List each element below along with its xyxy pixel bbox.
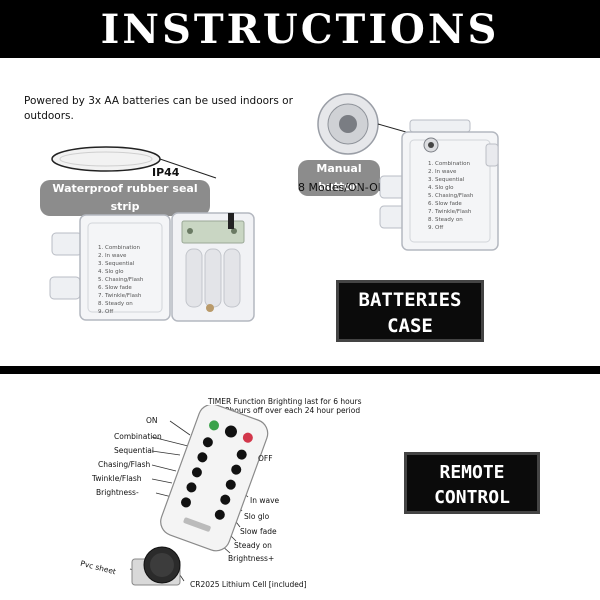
- remote-label-slow-fade: Slow fade: [240, 527, 277, 536]
- power-note: Powered by 3x AA batteries can be used i…: [24, 95, 293, 122]
- closed-case-modes-list: 1. Combination 2. In wave 3. Sequential …: [428, 160, 473, 232]
- closed-case-mode: 2. In wave: [428, 169, 457, 175]
- closed-case-mode: 8. Steady on: [428, 217, 463, 223]
- modes-label: 8 Modes/ON-OFF: [298, 181, 391, 194]
- case-modes-list: 1. Combination 2. In wave 3. Sequential …: [98, 244, 143, 316]
- closed-battery-case: [379, 119, 499, 251]
- remote-label-combination: Combination: [114, 432, 162, 441]
- closed-case-mode: 5. Chasing/Flash: [428, 193, 474, 199]
- case-mode: 7. Twinkle/Flash: [98, 293, 142, 299]
- case-mode: 2. In wave: [98, 253, 127, 259]
- ip-rating: IP44: [152, 166, 180, 179]
- remote-label-brightness-plus: Brightness+: [228, 554, 275, 563]
- remote-label-on: ON: [146, 416, 158, 425]
- header-band: INSTRUCTIONS: [0, 0, 600, 58]
- closed-case-mode: 1. Combination: [428, 161, 470, 167]
- remote-label-slo-glo: Slo glo: [244, 512, 270, 521]
- case-mode: 4. Slo glo: [98, 269, 124, 275]
- case-mode: 9. Off: [98, 309, 114, 315]
- remote-label-in-wave: In wave: [250, 496, 280, 505]
- batteries-case-title-line2: CASE: [387, 315, 433, 337]
- seal-label: Waterproof rubber seal strip: [40, 180, 210, 216]
- seal-strip-illustration: [51, 146, 217, 179]
- section-divider: [0, 366, 600, 374]
- closed-case-mode: 3. Sequential: [428, 177, 465, 183]
- timer-line-2: 18hours off over each 24 hour period: [220, 406, 361, 415]
- timer-line-1: TIMER Function Brighting last for 6 hour…: [208, 397, 362, 406]
- open-battery-case: [49, 212, 255, 322]
- case-mode: 1. Combination: [98, 245, 140, 251]
- case-mode: 8. Steady on: [98, 301, 133, 307]
- remote-control-panel: REMOTE CONTROL: [404, 452, 540, 514]
- manual-button-label: Manual button: [298, 160, 380, 196]
- batteries-case-title-line1: BATTERIES: [358, 289, 462, 311]
- manual-button-closeup: [317, 93, 435, 155]
- case-mode: 5. Chasing/Flash: [98, 277, 144, 283]
- remote-control-title-line2: CONTROL: [434, 487, 510, 508]
- remote-label-brightness-minus: Brightness-: [96, 488, 139, 497]
- remote-control-title-line1: REMOTE: [439, 462, 505, 483]
- remote-label-off: OFF: [258, 454, 273, 463]
- closed-case-mode: 7. Twinkle/Flash: [428, 209, 472, 215]
- case-mode: 3. Sequential: [98, 261, 135, 267]
- closed-case-mode: 9. Off: [428, 225, 444, 231]
- batteries-case-panel: BATTERIES CASE: [336, 280, 484, 342]
- remote-label-steady-on: Steady on: [234, 541, 272, 550]
- closed-case-mode: 6. Slow fade: [428, 201, 462, 207]
- remote-label-twinkle-flash: Twinkle/Flash: [92, 474, 142, 483]
- remote-label-chasing-flash: Chasing/Flash: [98, 460, 151, 469]
- timer-note: TIMER Function Brighting last for 6 hour…: [208, 397, 361, 415]
- page-title: INSTRUCTIONS: [100, 5, 500, 53]
- remote-label-sequential: Sequential: [114, 446, 154, 455]
- remote-illustration: [129, 405, 269, 586]
- coin-cell-label: CR2025 Lithium Cell [included]: [190, 580, 307, 589]
- case-mode: 6. Slow fade: [98, 285, 132, 291]
- closed-case-mode: 4. Slo glo: [428, 185, 454, 191]
